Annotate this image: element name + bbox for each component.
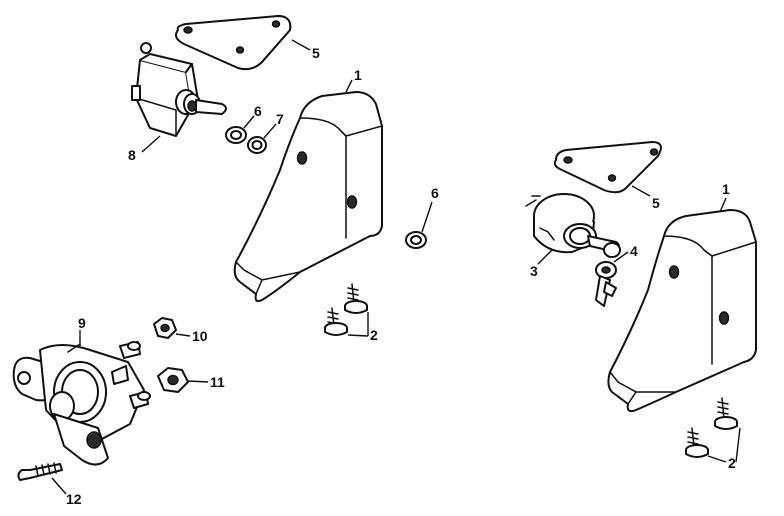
callout-8: 8 <box>128 147 136 163</box>
ignition-switch <box>525 193 597 254</box>
mounting-plate-upper <box>175 15 292 71</box>
callout-6-middle: 6 <box>431 185 439 201</box>
mounting-plate-right <box>553 141 662 194</box>
callout-10: 10 <box>192 328 208 344</box>
starter-solenoid <box>12 341 151 466</box>
callout-2-left: 2 <box>370 327 378 343</box>
lock-washer-7 <box>247 136 267 154</box>
ignition-keys <box>587 235 621 307</box>
callout-5-right: 5 <box>652 195 660 211</box>
callout-4: 4 <box>630 243 638 259</box>
washer-6-upper <box>225 126 247 144</box>
callout-7: 7 <box>276 111 284 127</box>
switch-housing-left <box>233 91 383 303</box>
screw-pair-left <box>324 283 368 336</box>
callout-6-upper: 6 <box>254 103 262 119</box>
callout-2-right: 2 <box>728 455 736 471</box>
screw-pair-right <box>685 397 738 458</box>
switch-housing-right <box>607 209 757 413</box>
washer-6-middle <box>405 231 427 249</box>
screw-12 <box>17 462 63 481</box>
callout-1-right: 1 <box>722 181 730 197</box>
callout-11: 11 <box>210 374 225 390</box>
callout-9: 9 <box>78 315 86 331</box>
hex-nut-11 <box>157 367 189 393</box>
callout-3: 3 <box>530 263 538 279</box>
hex-nut-10 <box>153 317 177 339</box>
toggle-switch <box>131 42 227 137</box>
callout-5-upper: 5 <box>312 45 320 61</box>
callout-1-left: 1 <box>354 67 362 83</box>
callout-12: 12 <box>66 491 82 507</box>
